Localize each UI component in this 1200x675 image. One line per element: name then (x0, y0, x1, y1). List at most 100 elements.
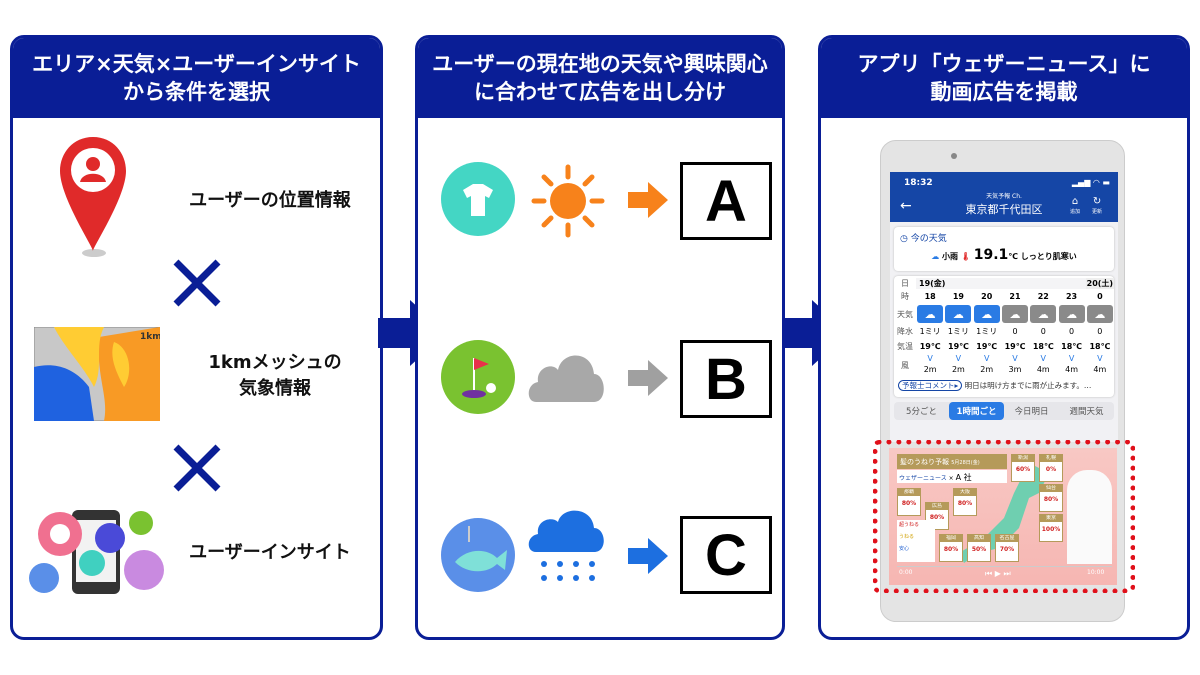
city-pct: 0% (1045, 466, 1057, 473)
temps-cell: 18℃ (1032, 342, 1054, 351)
city-pct: 80% (957, 500, 973, 507)
precip-cell: 0 (1040, 327, 1046, 336)
rain-icon: ☁ (944, 304, 972, 324)
wind-cell: 2m (951, 365, 965, 374)
arrow-icon (628, 360, 668, 396)
tab-2[interactable]: 今日明日 (1014, 407, 1049, 417)
legend-item: 安心 (899, 546, 910, 552)
refresh-button[interactable]: ↻更新 (1092, 196, 1102, 215)
comment-text: 明日は明け方までに雨が止みます。… (964, 381, 1092, 390)
cloud-icon (528, 355, 604, 402)
precip-cell: 0 (1097, 327, 1103, 336)
mesh-map-icon: 1km (34, 327, 160, 421)
channel-label: 天気予報 Ch. (986, 193, 1022, 200)
city-name: 福岡 (940, 535, 962, 542)
sun-icon (531, 164, 605, 238)
cloud-icon: ☁ (1029, 304, 1057, 324)
arrow-icon (628, 538, 668, 574)
legend-item: うねる (899, 534, 915, 540)
ad-title-bar: 髪のうねり予報 5月28日(金) (897, 454, 1007, 469)
ad-title: 髪のうねり予報 (900, 458, 949, 466)
ad-brand-bar: ウェザーニュース × A 社 (897, 470, 1007, 483)
wind-direction-icon: V (1040, 354, 1047, 363)
forecast-tabs: 5分ごと 1時間ごと今日明日 週間天気 (894, 402, 1114, 420)
city-pct: 80% (1043, 496, 1059, 503)
label-line: 1kmメッシュの (208, 352, 342, 373)
tab-3[interactable]: 週間天気 (1069, 407, 1104, 417)
temps-cell: 19℃ (1004, 342, 1026, 351)
wind-cell: 4m (1036, 365, 1050, 374)
label-mesh: 1kmメッシュの 気象情報 (190, 350, 360, 402)
fishing-icon (441, 518, 515, 592)
time-end: 10:00 (1087, 569, 1105, 576)
header-line: エリア×天気×ユーザーインサイト (32, 52, 361, 76)
wind-direction-icon: V (1068, 354, 1075, 363)
hours-cell: 21 (1009, 292, 1021, 301)
video-progress-bar[interactable] (897, 566, 1112, 567)
rain-icon: ☁ (916, 304, 944, 324)
city-name: 那覇 (898, 489, 920, 496)
city-name: 高知 (968, 535, 990, 542)
panel-header: アプリ「ウェザーニュース」に 動画広告を掲載 (821, 38, 1187, 118)
map-badge: 1km (140, 332, 160, 342)
now-title: 今の天気 (910, 234, 947, 244)
tab-1[interactable]: 1時間ごと (949, 402, 1004, 420)
app-header: 18:32 ▂▄▆ ◠ ▬ ← 天気予報 Ch. 東京都千代田区 ⌂追加 ↻更新 (890, 172, 1118, 222)
legend-item: 超うねる (899, 522, 920, 528)
precip-cell: 1ミリ (947, 327, 969, 336)
precip-cell: 0 (1069, 327, 1075, 336)
city-name: 札幌 (1040, 455, 1062, 462)
back-icon[interactable]: ← (900, 198, 912, 214)
wind-cell: 3m (1008, 365, 1022, 374)
temps-cell: 18℃ (1089, 342, 1111, 351)
add-button[interactable]: ⌂ 追加 (1070, 196, 1080, 215)
status-time: 18:32 (904, 178, 933, 188)
city-pct: 100% (1041, 526, 1061, 533)
row-label: 気温 (897, 342, 913, 351)
now-title-row: ◷ 今の天気 (900, 231, 1108, 244)
rain-icon (528, 510, 604, 581)
comment-badge: 予報士コメント▸ (898, 380, 963, 391)
label-location: ユーザーの位置情報 (189, 190, 351, 211)
city-pct: 80% (929, 514, 945, 521)
hours-cell: 19 (952, 292, 964, 301)
precip-cell: 0 (1012, 327, 1018, 336)
hours-cell: 20 (981, 292, 993, 301)
city-name: 仙台 (1040, 485, 1062, 492)
ad-date: 5月28日(金) (951, 460, 980, 466)
temps-cell: 19℃ (948, 342, 969, 351)
ad-brand: ウェザーニュース (899, 475, 947, 482)
tab-0[interactable]: 5分ごと (906, 407, 937, 417)
label-insight: ユーザーインサイト (189, 542, 351, 563)
panel-header: ユーザーの現在地の天気や興味関心 に合わせて広告を出し分け (418, 38, 782, 118)
arrow-icon (628, 182, 668, 218)
wind-direction-icon: V (927, 354, 933, 363)
cloud-icon: ☁ (1001, 304, 1029, 324)
time-start: 0:00 (899, 569, 913, 576)
play-controls[interactable]: ⏮ ▶ ⏭ (985, 569, 1011, 578)
city-name: 名古屋 (996, 535, 1018, 542)
label-line: 気象情報 (239, 378, 311, 399)
ad-cross: × (948, 475, 954, 482)
city-name: 新潟 (1012, 455, 1034, 462)
now-feel: しっとり肌寒い (1020, 252, 1077, 261)
wind-direction-icon: V (1097, 354, 1103, 363)
comment-row[interactable]: 予報士コメント▸ 明日は明け方までに雨が止みます。… (898, 380, 1110, 391)
thermometer-icon: 🌡 (960, 252, 971, 261)
header-line: に合わせて広告を出し分け (474, 80, 726, 104)
japan-map-icon (959, 463, 1049, 563)
now-unit: ℃ (1008, 252, 1018, 261)
cloud-icon: ☁ (1057, 304, 1085, 324)
wind-cell: 2m (923, 365, 937, 374)
ad-variant-a: A (680, 162, 772, 240)
ad-legend: 超うねる うねる 安心 (897, 520, 935, 562)
home-add-icon: ⌂ (1071, 196, 1079, 207)
add-label: 追加 (1070, 209, 1081, 215)
